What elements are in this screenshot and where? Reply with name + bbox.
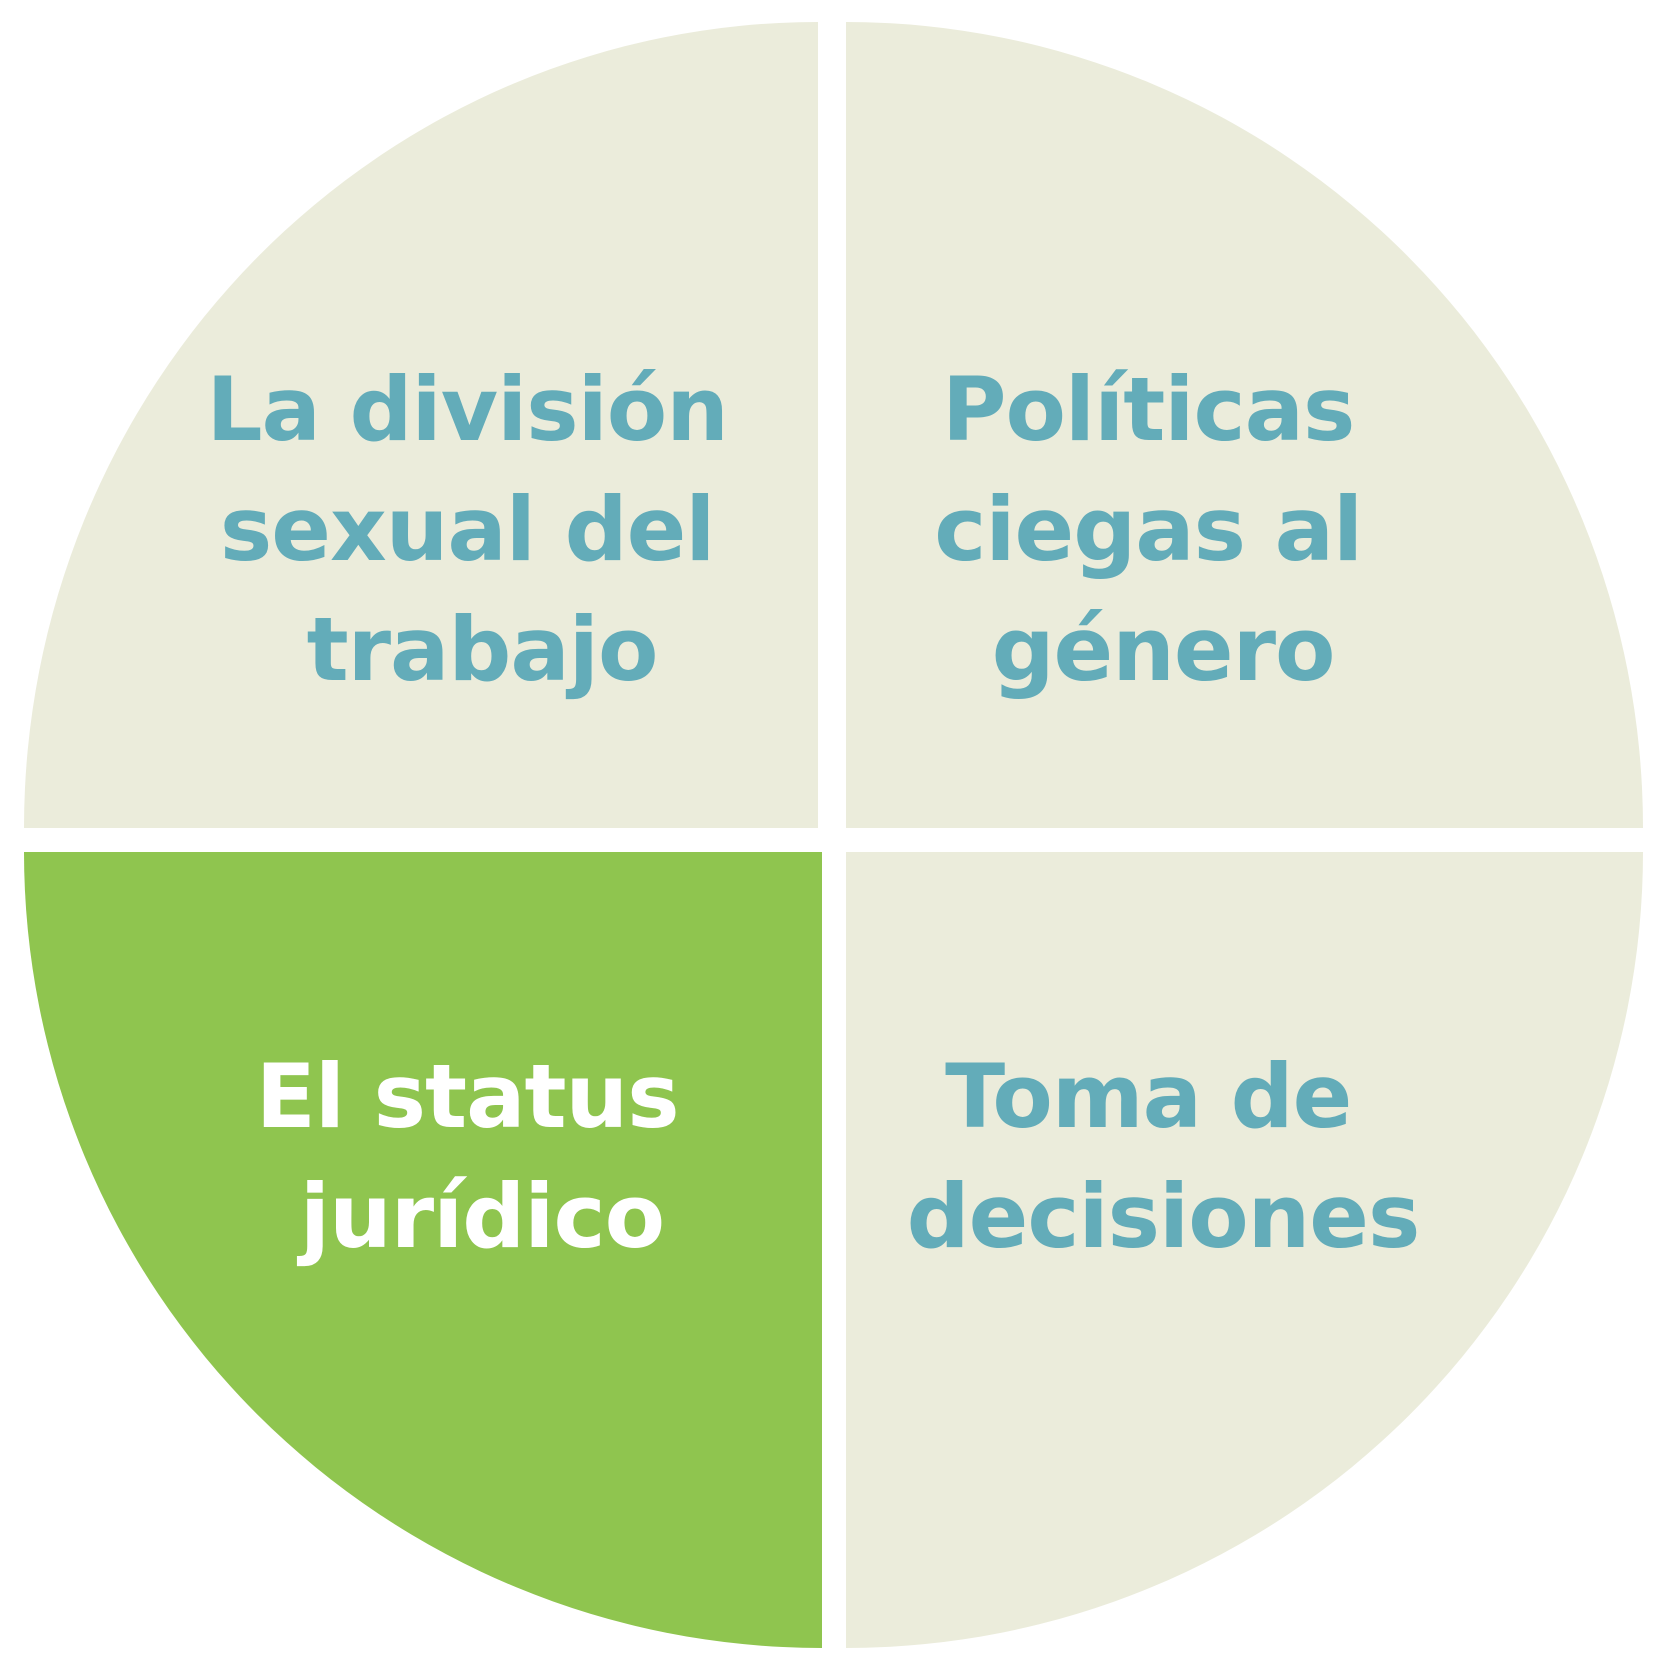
quadrant-top-left — [24, 22, 818, 828]
label-line: La división — [206, 358, 727, 461]
label-line: sexual del — [220, 478, 715, 581]
label-line: El status — [256, 1045, 679, 1148]
label-line: trabajo — [307, 598, 658, 701]
quadrant-label-top-right: Políticas ciegas al género — [934, 358, 1392, 701]
quadrant-label-top-left: La división sexual del trabajo — [206, 358, 757, 701]
label-line: jurídico — [297, 1165, 664, 1268]
quadrant-label-bottom-right: Toma de decisiones — [907, 1045, 1420, 1268]
label-line: Políticas — [942, 358, 1354, 461]
quadrant-bottom-right — [846, 852, 1643, 1648]
quadrant-bottom-left — [24, 852, 822, 1648]
label-line: ciegas al — [934, 478, 1362, 581]
label-line: decisiones — [907, 1165, 1420, 1268]
quadrant-label-bottom-left: El status jurídico — [256, 1045, 708, 1268]
label-line: género — [992, 598, 1335, 701]
label-line: Toma de — [945, 1045, 1351, 1148]
quadrant-top-right — [846, 22, 1643, 828]
